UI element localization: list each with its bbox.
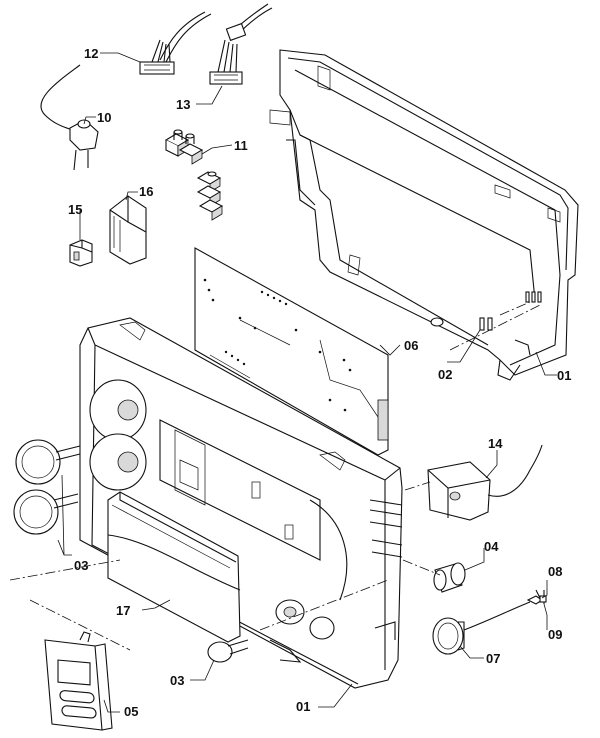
callout-15: 15 [68, 202, 82, 217]
callout-10: 10 [97, 110, 111, 125]
part-10-power-cable [40, 64, 99, 171]
callout-12: 12 [84, 46, 98, 61]
leader-lines [57, 52, 557, 713]
callout-09: 09 [548, 627, 562, 642]
part-06-circuit-board [194, 247, 389, 456]
callout-04: 04 [484, 539, 499, 554]
part-12-wiring-connector [139, 11, 212, 75]
part-03-knobs-left [13, 439, 81, 535]
assembly-guide-lines [9, 301, 541, 651]
part-11-cable-clamps [164, 129, 224, 221]
part-13-wiring-connector [209, 3, 273, 85]
part-14-bracket [427, 444, 543, 521]
callout-05: 05 [124, 704, 138, 719]
callout-07: 07 [486, 651, 500, 666]
callout-17: 17 [116, 603, 130, 618]
callout-02: 02 [438, 367, 452, 382]
part-17-front-flap [107, 491, 241, 643]
callout-01-rear: 01 [557, 368, 571, 383]
part-16-module [109, 195, 147, 265]
callout-16: 16 [139, 184, 153, 199]
callout-labels: 12 13 10 11 16 15 06 02 01 14 04 08 09 0… [68, 46, 571, 719]
part-01-rear-cover [269, 49, 579, 381]
callout-13: 13 [176, 97, 190, 112]
callout-03-left: 03 [74, 558, 88, 573]
callout-14: 14 [488, 436, 503, 451]
part-03-knob-bottom [207, 639, 249, 663]
part-15-switch [69, 239, 93, 267]
part-07-pressure-gauge [432, 601, 531, 655]
callout-08: 08 [548, 564, 562, 579]
callout-11: 11 [234, 138, 248, 153]
callout-03-bottom: 03 [170, 673, 184, 688]
callout-01-front: 01 [296, 699, 310, 714]
part-04-sensor [433, 562, 466, 593]
part-05-display-module [44, 631, 113, 731]
callout-06: 06 [404, 338, 418, 353]
